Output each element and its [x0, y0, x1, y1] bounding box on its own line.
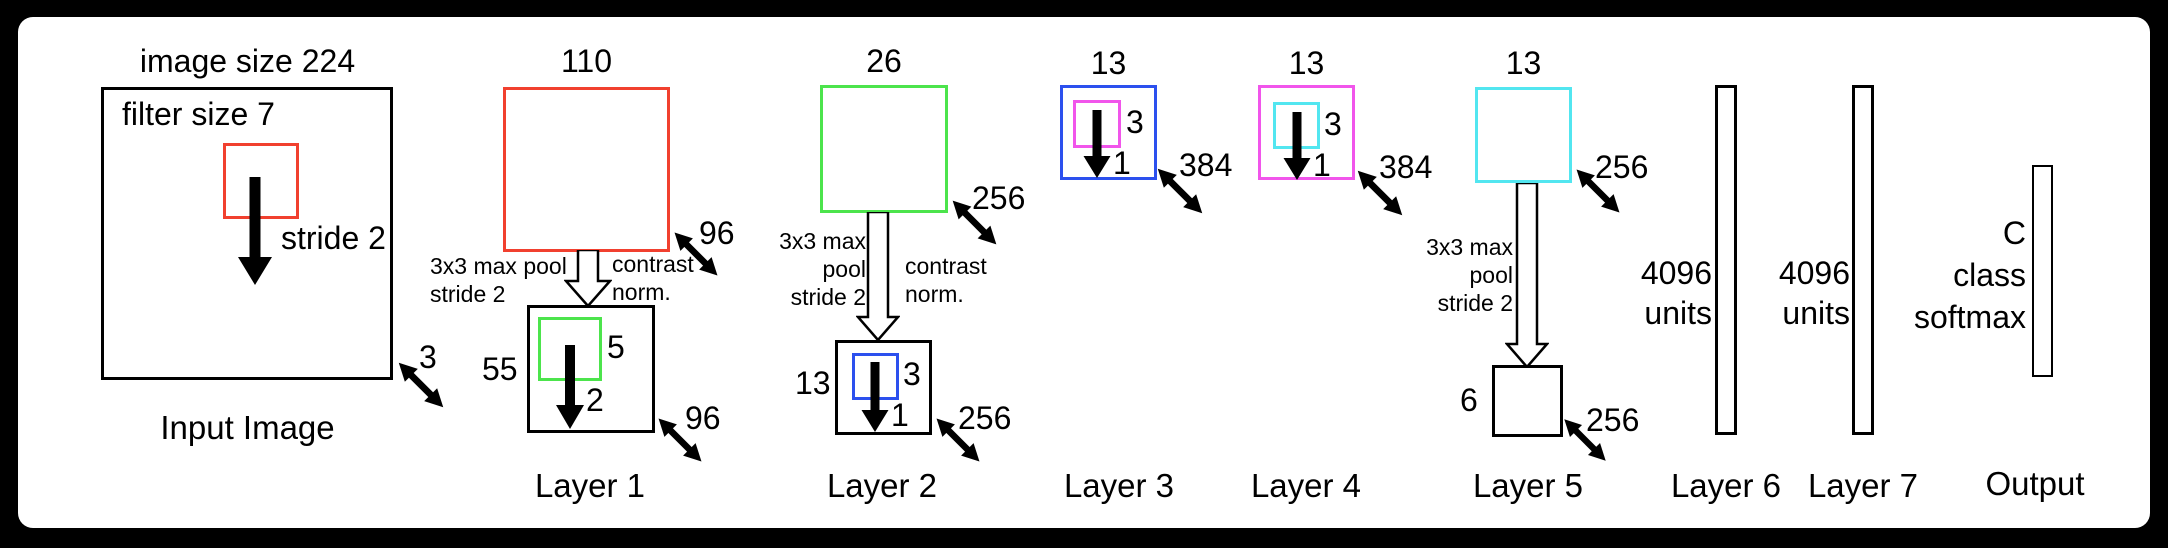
layer1-filter-stride-label: 2	[586, 382, 604, 418]
layer2-conv-size-label: 26	[866, 43, 902, 79]
layer2-norm-note-line2: norm.	[905, 281, 964, 307]
layer2-pool-depth-label: 256	[958, 400, 1012, 436]
input-depth-label: 3	[419, 339, 437, 375]
layer2-pool-size-label: 13	[795, 365, 831, 401]
input-caption: Input Image	[160, 409, 335, 446]
layer1-pool-note: 3x3 max pool stride 2	[430, 252, 567, 308]
layer2-norm-note-line1: contrast	[905, 253, 987, 279]
output-label: C class softmax	[1888, 212, 2026, 338]
layer5-pool-note-line1: 3x3 max	[1426, 234, 1513, 260]
layer5-pool-note: 3x3 max pool stride 2	[1408, 233, 1513, 317]
layer2-filter-stride-down-arrow-icon	[861, 362, 889, 432]
layer2-pool-note-line3: stride 2	[790, 284, 866, 310]
layer1-filter-size-label: 5	[607, 329, 625, 365]
input-stride-down-arrow-icon	[238, 177, 272, 285]
layer7-units-line1: 4096	[1778, 255, 1850, 291]
layer4-caption: Layer 4	[1250, 467, 1362, 504]
layer2-pool-down-arrow-icon	[856, 212, 900, 340]
layer4-filter-stride-label: 1	[1313, 147, 1331, 183]
layer1-conv-box	[503, 87, 670, 252]
output-caption: Output	[1985, 465, 2085, 502]
layer5-pool-box	[1492, 365, 1563, 437]
layer1-pool-note-line2: stride 2	[430, 281, 506, 307]
layer2-conv-box	[820, 85, 948, 213]
layer1-norm-note-line1: contrast	[612, 251, 694, 277]
layer2-filter-size-label: 3	[903, 356, 921, 392]
layer4-size-label: 13	[1288, 45, 1325, 81]
layer1-filter-stride-down-arrow-icon	[556, 345, 584, 429]
layer3-box	[1060, 85, 1157, 180]
layer1-caption: Layer 1	[534, 467, 646, 504]
layer6-fc-bar	[1715, 85, 1737, 435]
layer5-pool-note-line2: pool	[1469, 262, 1513, 288]
layer4-filter-stride-down-arrow-icon	[1283, 112, 1311, 180]
output-label-line3: softmax	[1913, 299, 2026, 335]
output-label-line2: class	[1953, 257, 2026, 293]
input-size-label: image size 224	[139, 43, 356, 79]
layer6-units-line1: 4096	[1640, 255, 1712, 291]
layer1-conv-size-label: 110	[560, 43, 612, 79]
layer3-filter-stride-down-arrow-icon	[1083, 110, 1111, 178]
layer1-norm-note: contrast norm.	[612, 250, 694, 306]
layer5-pool-depth-label: 256	[1586, 402, 1640, 438]
input-filter-label: filter size 7	[122, 96, 275, 132]
output-label-line1: C	[2002, 215, 2026, 251]
layer5-pool-size-label: 6	[1460, 382, 1478, 418]
layer1-pool-down-arrow-icon	[564, 250, 612, 306]
input-stride-label: stride 2	[281, 220, 386, 256]
layer7-units-line2: units	[1782, 295, 1850, 331]
layer2-pool-note: 3x3 max pool stride 2	[756, 227, 866, 311]
input-image-box	[101, 87, 393, 380]
layer1-pool-size-label: 55	[482, 351, 518, 387]
layer1-conv-depth-label: 96	[699, 215, 735, 251]
layer3-depth-label: 384	[1179, 147, 1233, 183]
layer2-pool-note-line2: pool	[822, 256, 866, 282]
layer1-pool-depth-label: 96	[685, 400, 721, 436]
layer3-filter-size-label: 3	[1126, 104, 1144, 140]
layer2-caption: Layer 2	[826, 467, 938, 504]
layer2-filter-stride-label: 1	[891, 397, 909, 433]
layer7-units-label: 4096 units	[1748, 253, 1850, 333]
layer2-pool-box	[835, 340, 932, 435]
layer5-size-label: 13	[1505, 45, 1542, 81]
layer2-pool-note-line1: 3x3 max	[779, 228, 866, 254]
layer2-norm-note: contrast norm.	[905, 252, 987, 308]
layer1-pool-note-line1: 3x3 max pool	[430, 253, 567, 279]
layer6-units-label: 4096 units	[1610, 253, 1712, 333]
input-filter-box	[223, 143, 299, 219]
layer6-caption: Layer 6	[1670, 467, 1782, 504]
layer3-size-label: 13	[1090, 45, 1127, 81]
layer7-caption: Layer 7	[1807, 467, 1919, 504]
layer7-fc-bar	[1852, 85, 1874, 435]
layer5-depth-label: 256	[1595, 149, 1649, 185]
layer2-conv-depth-label: 256	[972, 180, 1026, 216]
layer4-depth-label: 384	[1379, 149, 1433, 185]
layer1-norm-note-line2: norm.	[612, 279, 671, 305]
output-bar	[2032, 165, 2053, 377]
layer6-units-line2: units	[1644, 295, 1712, 331]
layer5-pool-note-line3: stride 2	[1437, 290, 1513, 316]
layer3-caption: Layer 3	[1063, 467, 1175, 504]
layer5-caption: Layer 5	[1472, 467, 1584, 504]
layer3-filter-stride-label: 1	[1113, 145, 1131, 181]
layer4-box	[1258, 85, 1355, 180]
layer5-box	[1475, 87, 1572, 183]
layer1-pool-box	[527, 305, 655, 433]
layer4-filter-size-label: 3	[1324, 106, 1342, 142]
layer5-pool-down-arrow-icon	[1505, 183, 1549, 367]
